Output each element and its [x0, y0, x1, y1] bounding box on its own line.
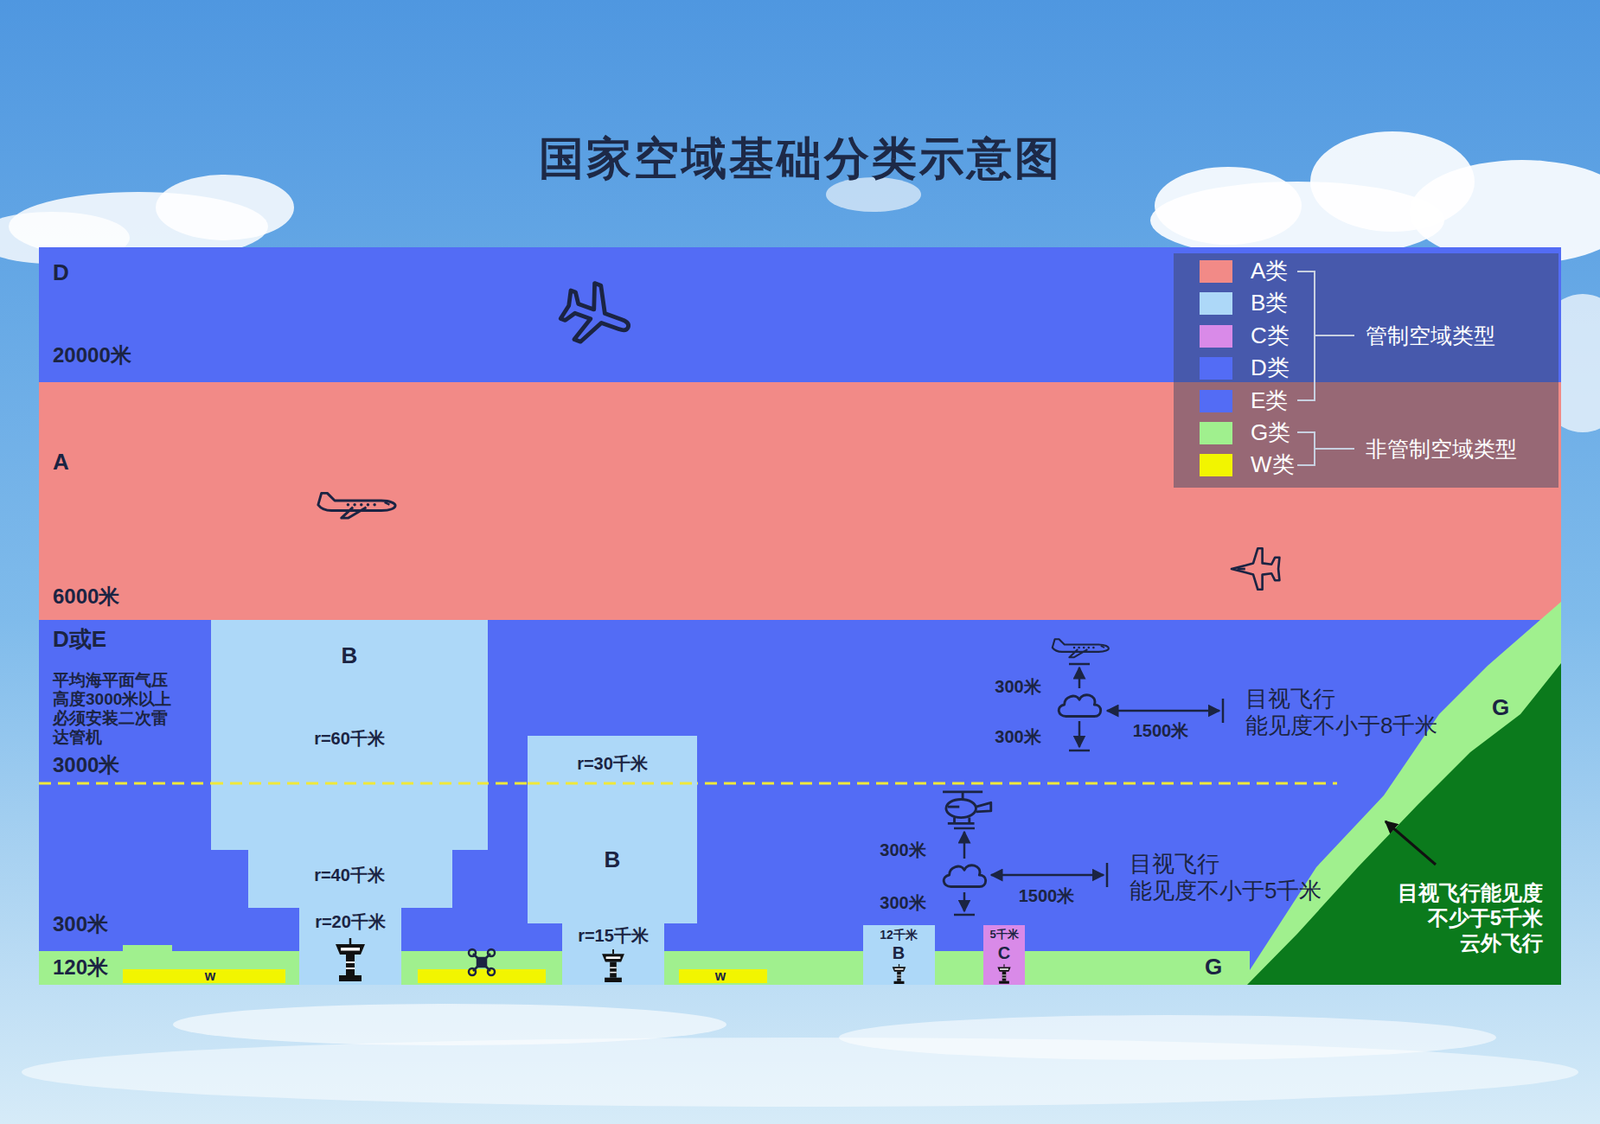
airplane-icon	[1052, 639, 1109, 658]
clearance-arrows	[953, 828, 1108, 916]
legend-swatch	[1199, 454, 1233, 477]
altitude-label: 20000米	[52, 343, 132, 369]
zone-text: 平均海平面气压 高度3000米以上 必须安装二次雷 达管机	[52, 671, 185, 748]
sky-clouds	[0, 131, 1600, 1108]
distance-label: 1500米	[1018, 885, 1076, 907]
altitude-3000-line	[527, 782, 698, 786]
visibility-note: 目视飞行能见度 不少于5千米 云外飞行	[1388, 881, 1543, 956]
zone-text: B	[604, 846, 621, 874]
legend-text: G类	[1250, 419, 1291, 447]
zone-fill	[211, 620, 488, 986]
class-b-zone: r=30千米 Br=15千米	[527, 736, 698, 986]
legend-swatch	[1199, 422, 1233, 445]
cloud-icon	[943, 865, 986, 888]
distance-label: 1500米	[1132, 720, 1190, 742]
zone-text: r=60千米	[313, 728, 385, 749]
legend-group-label: 非管制空域类型	[1365, 435, 1517, 462]
airspace-band: D或E 平均海平面气压 高度3000米以上 必须安装二次雷 达管机 Br=60千米 r…	[38, 620, 1562, 986]
distance-label: 300米	[994, 726, 1041, 748]
control-tower-icon	[892, 964, 907, 985]
legend-swatch	[1199, 260, 1233, 283]
class-w-strip	[122, 969, 286, 984]
cloud-shape	[155, 174, 295, 241]
distance-label: 300米	[879, 839, 926, 861]
zone-fill	[983, 925, 1025, 986]
altitude-label: 3000米	[52, 753, 120, 779]
drone-icon	[468, 949, 495, 976]
legend-swatch	[1199, 357, 1233, 380]
legend-text: W类	[1250, 452, 1295, 480]
zone-name: D或E	[52, 626, 107, 653]
zone-fill	[863, 925, 935, 986]
legend-group-label: 管制空域类型	[1365, 322, 1496, 349]
legend-bracket	[1297, 432, 1355, 466]
legend-swatch	[1199, 292, 1233, 315]
zone-text: r=15千米	[577, 925, 649, 947]
legend-text: D类	[1250, 355, 1290, 383]
class-de-band	[38, 620, 1562, 986]
zone-text: C	[998, 942, 1011, 964]
class-b-zone: Br=60千米 r=40千米 r=20千米	[211, 620, 488, 986]
visibility-note: 目视飞行 能见度不小于8千米	[1245, 685, 1448, 740]
zone-name: D	[52, 259, 70, 287]
cloud-shape	[1154, 166, 1302, 245]
legend-text: C类	[1250, 322, 1290, 350]
class-w-strip	[417, 969, 546, 984]
legend-text: E类	[1250, 387, 1288, 415]
zone-name: r=30千米	[576, 753, 648, 775]
legend-panel	[1173, 253, 1559, 488]
legend-swatch	[1199, 325, 1233, 348]
airliner-icon	[318, 492, 396, 519]
class-c-zone: 5千米C	[983, 925, 1025, 986]
control-tower-icon	[601, 949, 625, 983]
zone-letter: G	[1204, 953, 1223, 981]
cloud-icon	[1058, 695, 1101, 717]
class-g-ground	[122, 945, 173, 954]
clearance-arrows	[1068, 664, 1223, 751]
control-tower-icon	[335, 938, 365, 982]
zone-name: A	[52, 448, 70, 476]
cloud-shape	[172, 1004, 727, 1046]
class-b-zone: 12千米B	[863, 925, 935, 986]
altitude-3000-line	[211, 782, 488, 786]
diagram-title: 国家空域基础分类示意图	[538, 131, 1063, 186]
zone-name: 5千米	[989, 928, 1018, 942]
zone-fill	[527, 736, 698, 986]
altitude-3000-line	[38, 782, 1338, 786]
zone-letter: G	[1491, 694, 1510, 722]
distance-label: 300米	[879, 892, 926, 914]
control-tower-icon	[997, 964, 1011, 985]
airplane-icon	[555, 276, 639, 356]
zone-text: r=40千米	[313, 864, 385, 886]
distance-label: 300米	[994, 676, 1041, 698]
legend-text: B类	[1250, 290, 1288, 318]
mountain-g-zone	[1240, 601, 1562, 986]
altitude-label: 120米	[52, 955, 109, 981]
airspace-band: D	[38, 247, 1562, 383]
zone-text: B	[892, 942, 905, 964]
zone-letter: w	[204, 967, 216, 985]
legend-bracket	[1297, 271, 1355, 401]
zone-name: B	[341, 642, 359, 670]
altitude-label: 6000米	[52, 584, 120, 610]
airspace-band: A	[38, 382, 1562, 621]
legend-swatch	[1199, 390, 1233, 413]
helicopter-icon	[942, 792, 992, 824]
fighter-icon	[1231, 548, 1280, 590]
legend-text: A类	[1250, 257, 1288, 285]
cloud-shape	[838, 1015, 1497, 1061]
zone-letter: w	[715, 967, 726, 985]
zone-text: r=20千米	[314, 911, 386, 933]
visibility-note: 目视飞行 能见度不小于5千米	[1129, 851, 1332, 905]
zone-name: 12千米	[879, 928, 918, 943]
pointer-arrow	[1385, 821, 1436, 865]
altitude-label: 300米	[52, 912, 109, 938]
